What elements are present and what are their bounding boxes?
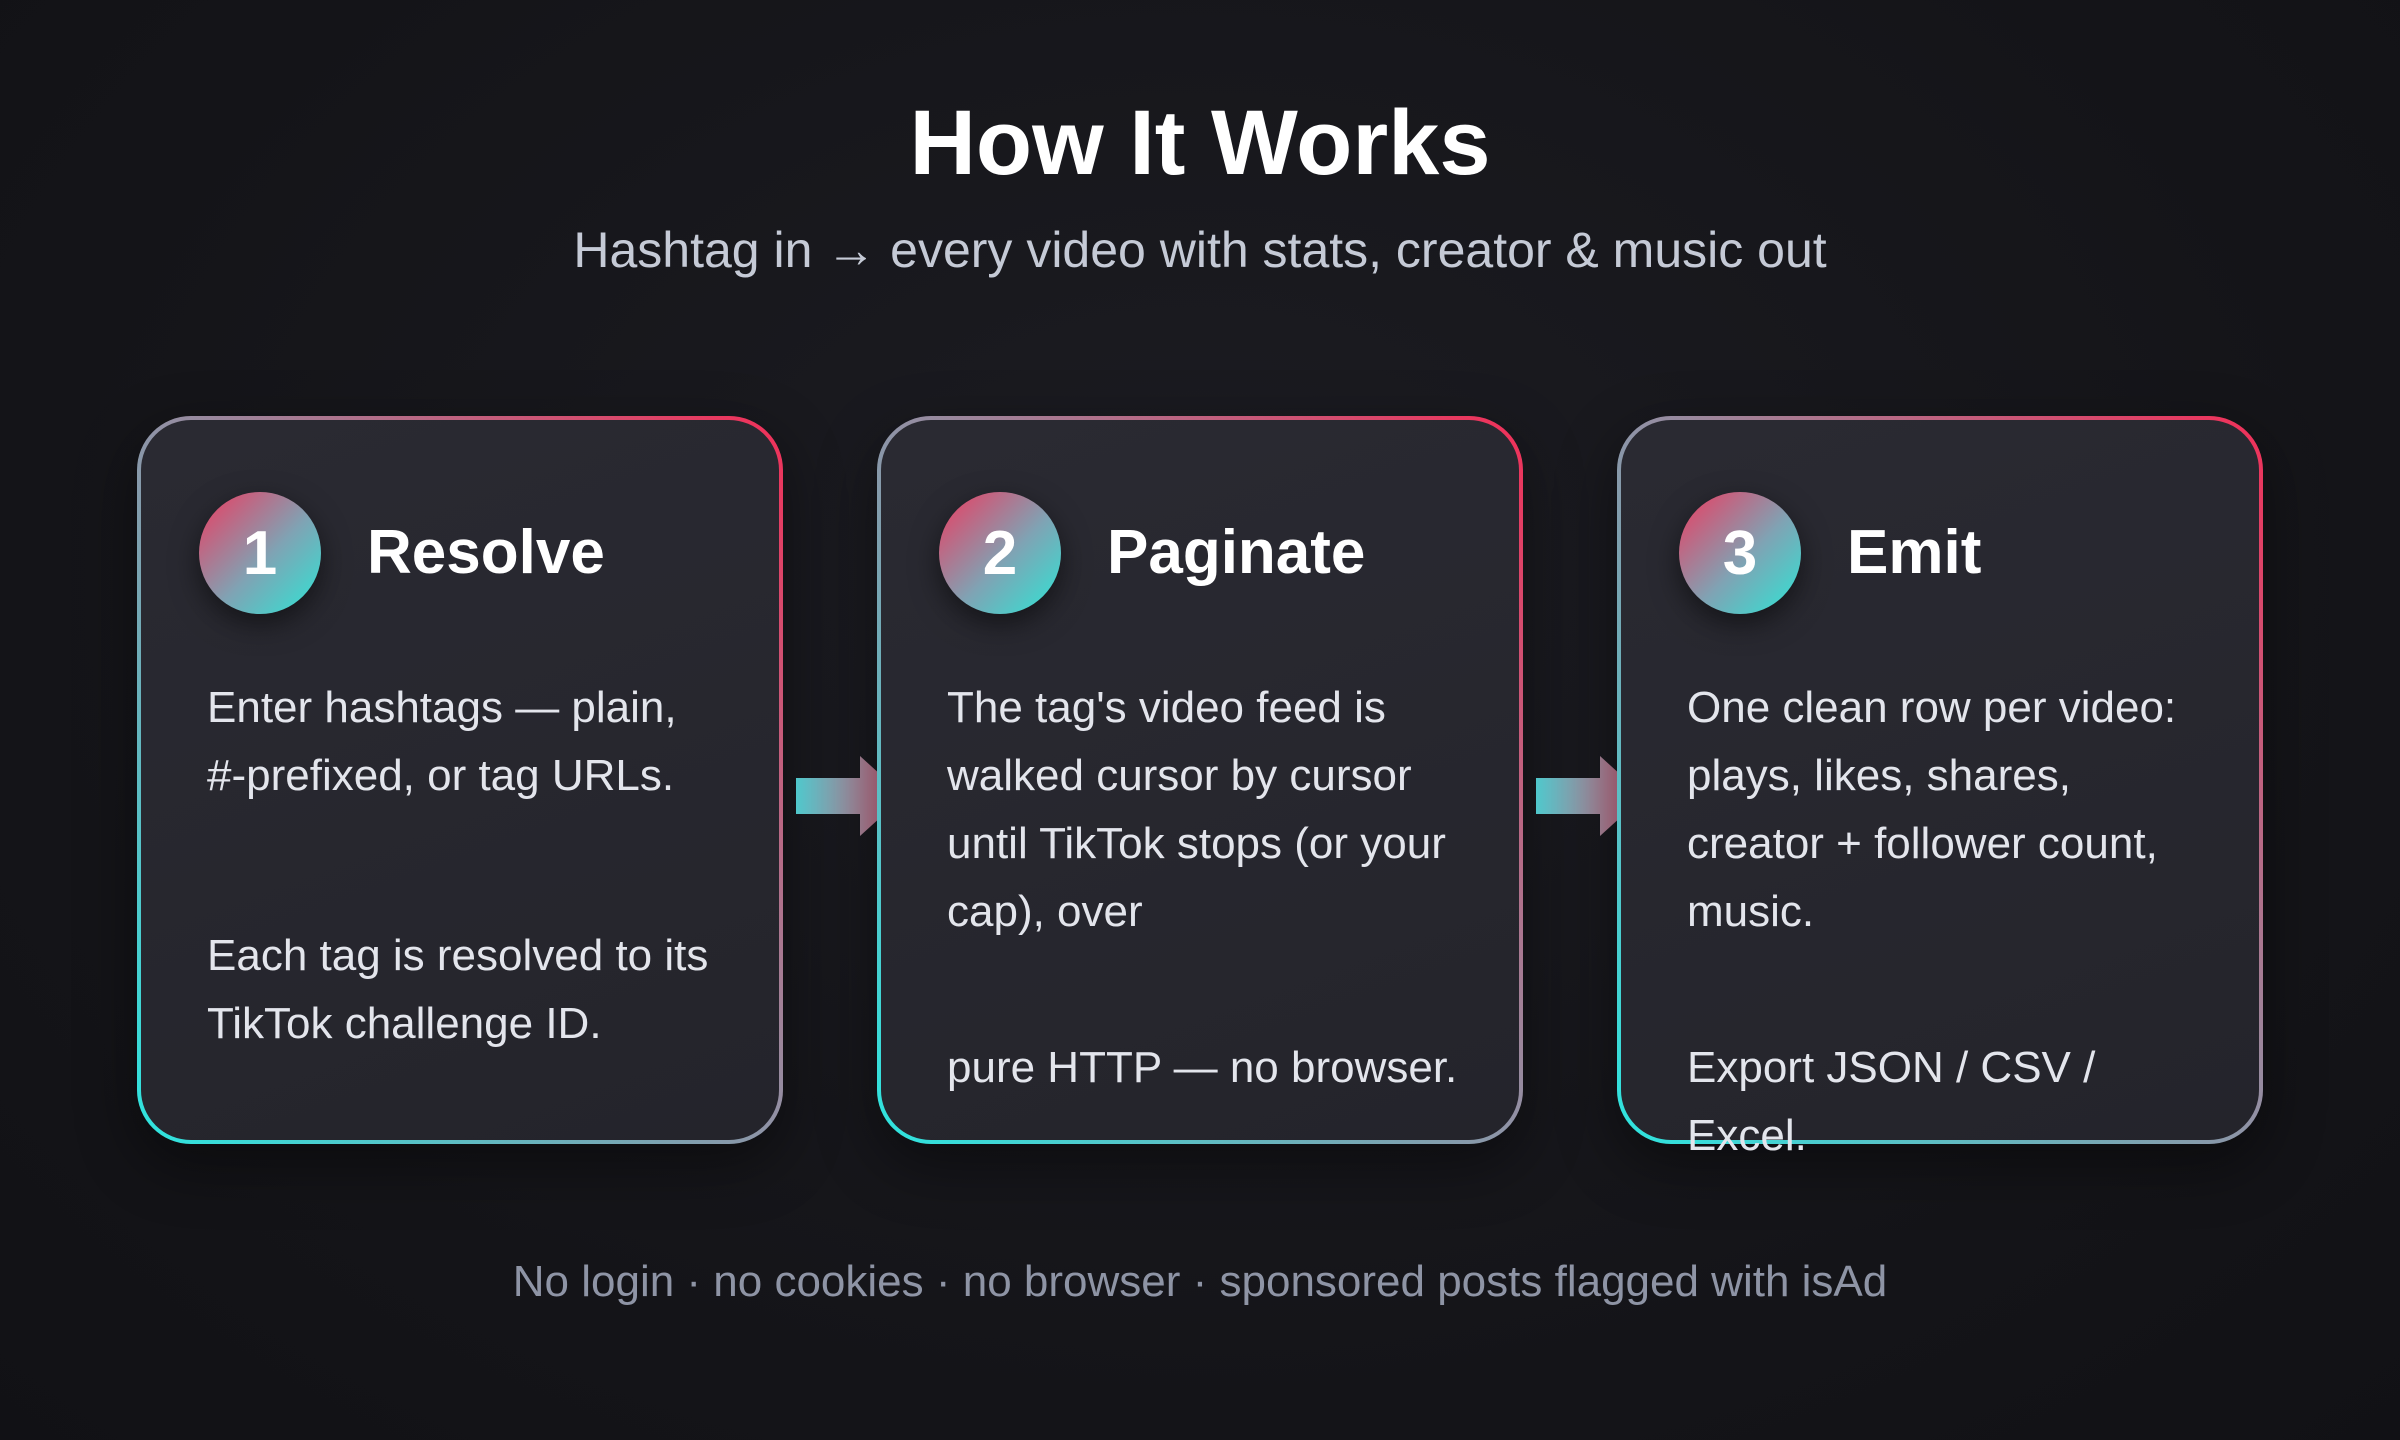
step-card-emit: 3 Emit One clean row per video: plays, l… (1617, 416, 2263, 1160)
step-detail: Export JSON / CSV / Excel. (1687, 1043, 2096, 1160)
step-card-paginate: 2 Paginate The tag's video feed is walke… (877, 416, 1523, 1144)
step-card-body: 2 Paginate The tag's video feed is walke… (881, 420, 1519, 1140)
step-description: One clean row per video: plays, likes, s… (1687, 683, 2177, 936)
footer-note: No login · no cookies · no browser · spo… (512, 1257, 1888, 1306)
step-description: Enter hashtags — plain, #-prefixed, or t… (207, 683, 677, 800)
step-detail: Each tag is resolved to its TikTok chall… (207, 931, 709, 1048)
step-title: Emit (1847, 518, 1982, 587)
step-card-body: 3 Emit One clean row per video: plays, l… (1621, 420, 2259, 1160)
step-number-badge: 1 (199, 492, 321, 614)
step-title: Resolve (367, 518, 605, 587)
step-number-badge: 3 (1679, 492, 1801, 614)
page-subtitle: Hashtag in → every video with stats, cre… (573, 222, 1827, 278)
step-card-resolve: 1 Resolve Enter hashtags — plain, #-pref… (137, 416, 783, 1144)
step-number-badge: 2 (939, 492, 1061, 614)
step-description: The tag's video feed is walked cursor by… (947, 683, 1446, 936)
step-title: Paginate (1107, 518, 1366, 587)
step-card-body: 1 Resolve Enter hashtags — plain, #-pref… (141, 420, 779, 1140)
step-detail: pure HTTP — no browser. (947, 1043, 1458, 1092)
page-title: How It Works (909, 92, 1491, 194)
